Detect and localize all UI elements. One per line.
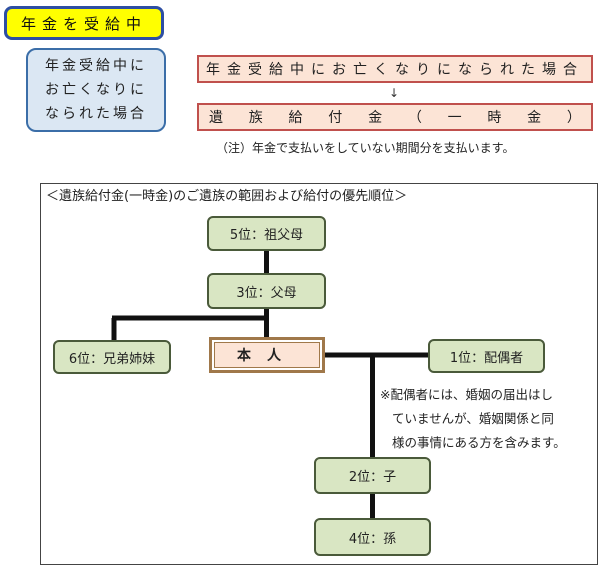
benefit-char: 給 bbox=[288, 110, 303, 126]
down-arrow-icon: ↓ bbox=[388, 86, 400, 100]
deceased-while-receiving-box: 年金受給中に お亡くなりに なられた場合 bbox=[26, 48, 166, 132]
left-box-line: お亡くなりに bbox=[45, 82, 147, 98]
spouse-note: ※配偶者には、婚姻の届出はし ていませんが、婚姻関係と同 様の事情にある方を含み… bbox=[380, 383, 596, 453]
benefit-char: 金 bbox=[368, 110, 383, 126]
spouse-note-line: ※配偶者には、婚姻の届出はし bbox=[380, 387, 553, 402]
rank4-grandchild-node: 4位：孫 bbox=[314, 518, 431, 556]
benefit-char: 時 bbox=[487, 110, 502, 126]
diagram-frame bbox=[40, 183, 598, 565]
status-badge: 年金を受給中 bbox=[4, 6, 164, 40]
benefit-char: 付 bbox=[328, 110, 343, 126]
payment-note: （注）年金で支払いをしていない期間分を支払います。 bbox=[216, 141, 515, 155]
benefit-char: 遺 bbox=[209, 110, 223, 126]
situation-box: 年金受給中にお亡くなりになられた場合 bbox=[197, 55, 593, 83]
rank2-child-node: 2位：子 bbox=[314, 457, 431, 494]
left-box-line: なられた場合 bbox=[45, 106, 147, 122]
self-node: 本人 bbox=[209, 337, 325, 373]
benefit-char: ） bbox=[566, 110, 581, 126]
diagram-title: ＜遺族給付金(一時金)のご遺族の範囲および給付の優先順位＞ bbox=[46, 185, 466, 204]
benefit-char: （ bbox=[407, 110, 422, 126]
rank5-grandparents-node: 5位：祖父母 bbox=[207, 216, 326, 251]
rank3-parents-node: 3位：父母 bbox=[207, 273, 326, 309]
benefit-char: 族 bbox=[248, 110, 263, 126]
benefit-char: 金 bbox=[527, 110, 542, 126]
rank6-siblings-node: 6位：兄弟姉妹 bbox=[53, 340, 171, 374]
left-box-line: 年金受給中に bbox=[45, 58, 147, 74]
benefit-char: 一 bbox=[447, 110, 462, 126]
spouse-note-line: ていませんが、婚姻関係と同 bbox=[392, 411, 554, 426]
benefit-box: 遺 族 給 付 金 （ 一 時 金 ） bbox=[197, 103, 593, 131]
spouse-note-line: 様の事情にある方を含みます。 bbox=[392, 435, 566, 450]
rank1-spouse-node: 1位：配偶者 bbox=[428, 339, 545, 373]
